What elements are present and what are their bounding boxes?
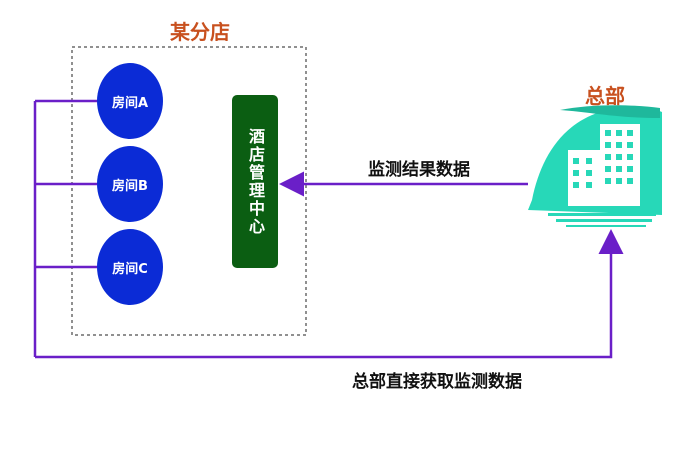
branch-title: 某分店 [170,20,230,44]
monitor-results-label: 监测结果数据 [368,160,470,180]
room-b-node[interactable]: 房间B [97,146,163,222]
hq-building-icon [528,105,662,227]
room-a-node[interactable]: 房间A [97,63,163,139]
direct-fetch-label: 总部直接获取监测数据 [352,372,522,392]
room-c-node[interactable]: 房间C [97,229,163,305]
management-center-node[interactable]: 酒店管理中心 [232,95,278,268]
branch-boundary [71,46,307,336]
hq-title: 总部 [585,84,625,108]
room-bus-lines [33,99,624,359]
